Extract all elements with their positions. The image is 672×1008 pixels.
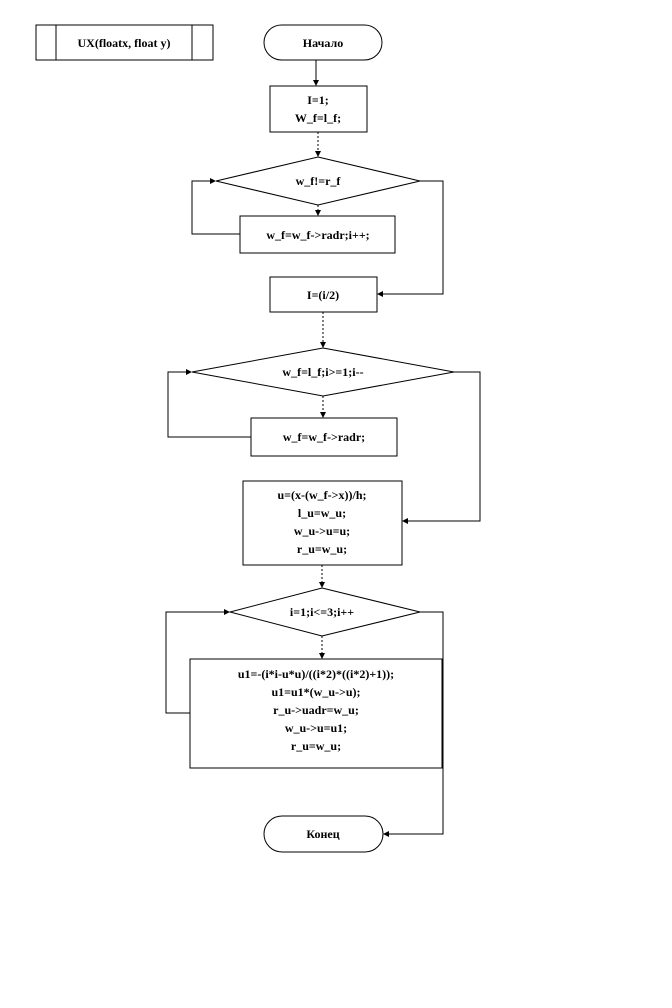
- loop1-decision: w_f!=r_f: [215, 156, 421, 206]
- loop2-exit-edge: [408, 371, 481, 522]
- loop3-exit-edge: [389, 611, 444, 835]
- init-block: I=1; W_f=l_f;: [269, 85, 368, 133]
- init-line-1: I=1;: [307, 93, 329, 107]
- loop1-exit-edge: [383, 180, 444, 295]
- loop2-back-edge: [167, 371, 251, 438]
- loop1-back-edge: [191, 180, 240, 235]
- loop3-line-5: r_u=w_u;: [291, 739, 341, 753]
- loop3-line-2: u1=u1*(w_u->u);: [271, 685, 360, 699]
- start-terminal: Начало: [263, 24, 383, 61]
- compute-line-3: w_u->u=u;: [294, 524, 350, 538]
- half-block-text: I=(i/2): [307, 288, 339, 302]
- loop3-condition-text: i=1;i<=3;i++: [290, 605, 354, 619]
- loop2-body-block: w_f=w_f->radr;: [250, 417, 398, 457]
- function-header-block: UX(floatx, float y): [35, 24, 214, 61]
- loop3-line-1: u1=-(i*i-u*u)/((i*2)*((i*2)+1));: [238, 667, 394, 681]
- start-label: Начало: [303, 36, 343, 50]
- loop1-body-block: w_f=w_f->radr;i++;: [239, 215, 396, 254]
- loop2-decision: w_f=l_f;i>=1;i--: [191, 347, 455, 397]
- compute-block: u=(x-(w_f->x))/h; l_u=w_u; w_u->u=u; r_u…: [242, 480, 403, 566]
- compute-line-2: l_u=w_u;: [298, 506, 346, 520]
- end-terminal: Конец: [263, 815, 384, 853]
- loop3-decision: i=1;i<=3;i++: [228, 587, 421, 637]
- loop2-condition-text: w_f=l_f;i>=1;i--: [282, 365, 363, 379]
- half-block: I=(i/2): [269, 276, 378, 313]
- loop1-body-text: w_f=w_f->radr;i++;: [266, 228, 369, 242]
- loop1-condition-text: w_f!=r_f: [296, 174, 342, 188]
- end-label: Конец: [306, 827, 339, 841]
- compute-line-1: u=(x-(w_f->x))/h;: [278, 488, 367, 502]
- loop3-back-edge: [165, 611, 224, 714]
- compute-line-4: r_u=w_u;: [297, 542, 347, 556]
- init-line-2: W_f=l_f;: [295, 111, 341, 125]
- loop3-body-block: u1=-(i*i-u*u)/((i*2)*((i*2)+1)); u1=u1*(…: [189, 658, 443, 769]
- loop3-line-4: w_u->u=u1;: [285, 721, 347, 735]
- function-header-text: UX(floatx, float y): [78, 36, 171, 50]
- loop2-body-text: w_f=w_f->radr;: [283, 430, 365, 444]
- loop3-line-3: r_u->uadr=w_u;: [273, 703, 359, 717]
